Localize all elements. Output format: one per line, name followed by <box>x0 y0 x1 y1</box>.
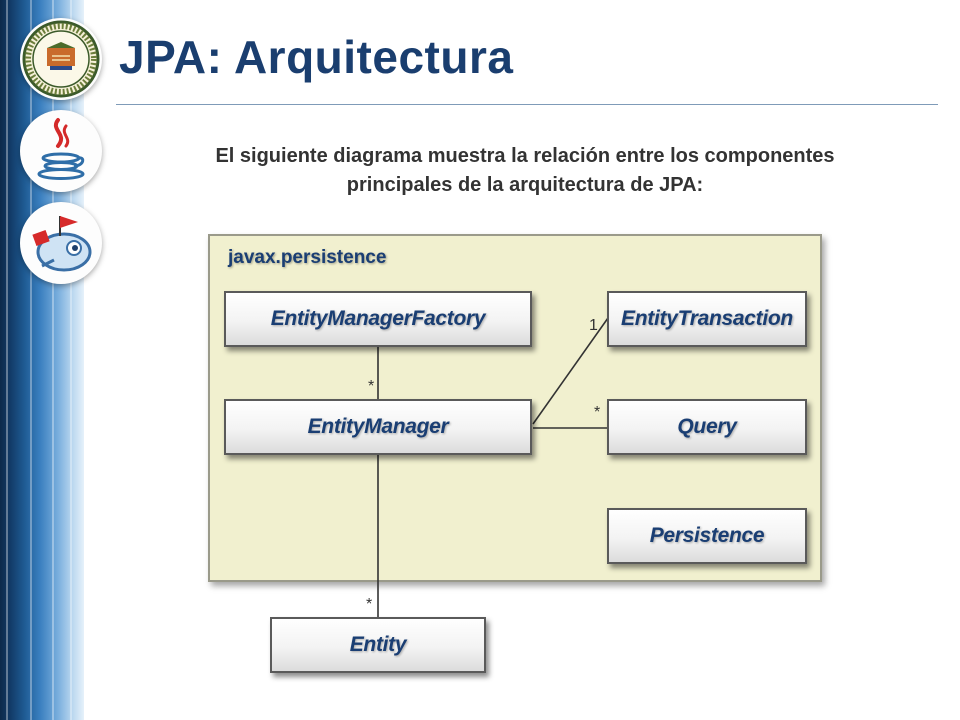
node-entity-manager: EntityManager <box>224 399 532 455</box>
multiplicity-emf-em: * <box>368 378 375 395</box>
link-em-tx <box>532 317 609 425</box>
java-icon <box>20 110 102 192</box>
node-entity-manager-factory: EntityManagerFactory <box>224 291 532 347</box>
multiplicity-em-entity: * <box>366 596 373 613</box>
jboss-icon <box>20 202 102 284</box>
university-seal-icon <box>20 18 102 100</box>
package-name: javax.persistence <box>228 247 387 268</box>
multiplicity-em-tx: 1 <box>589 317 598 334</box>
subtitle-line-1: El siguiente diagrama muestra la relació… <box>215 145 835 167</box>
multiplicity-em-query: * <box>594 404 601 421</box>
node-persistence: Persistence <box>607 508 807 564</box>
jpa-architecture-diagram: javax.persistence EntityManagerFactory E… <box>200 228 830 698</box>
diagram-connectors <box>377 317 609 618</box>
node-entity: Entity <box>270 617 486 673</box>
title-divider <box>116 104 938 105</box>
node-entity-transaction: EntityTransaction <box>607 291 807 347</box>
page-title: JPA: Arquitectura <box>119 31 514 83</box>
slide-subtitle: El siguiente diagrama muestra la relació… <box>130 142 920 200</box>
subtitle-line-2: principales de la arquitectura de JPA: <box>346 174 704 196</box>
left-decorative-strip <box>0 0 84 720</box>
node-query: Query <box>607 399 807 455</box>
